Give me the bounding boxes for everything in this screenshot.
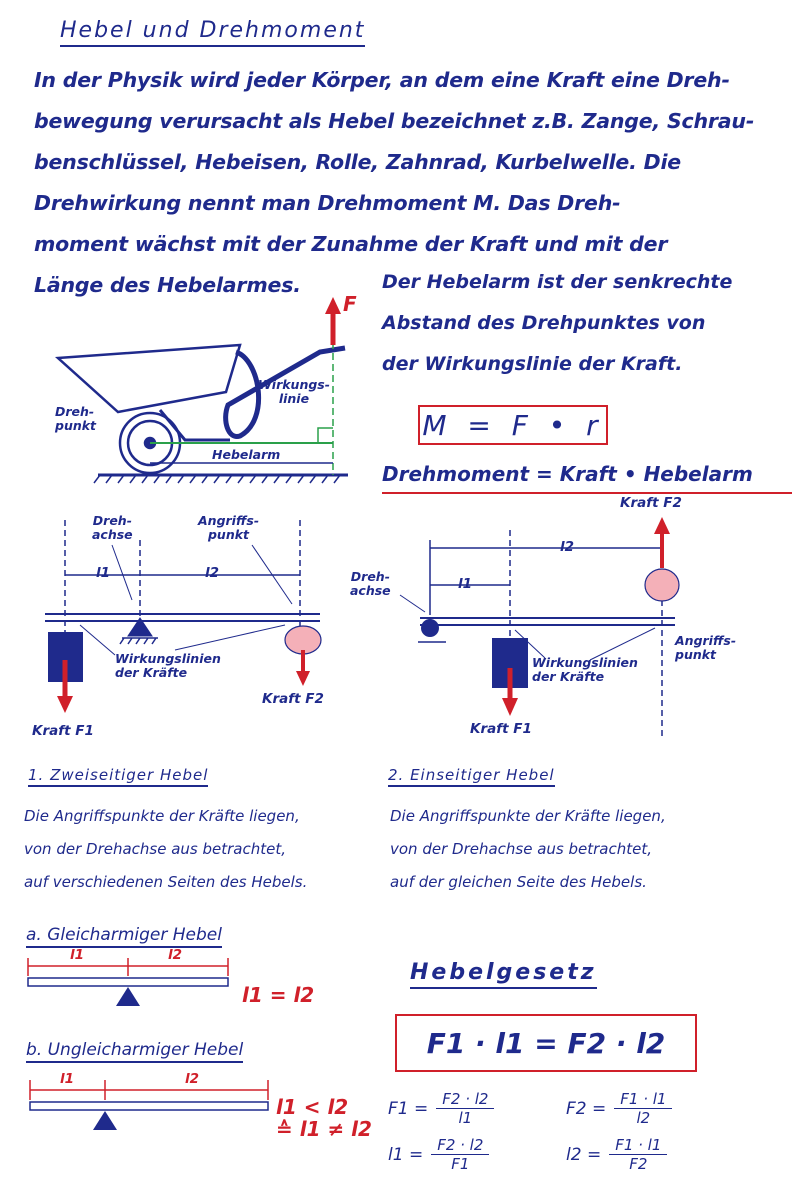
lever-arm-label: Hebelarm [212, 447, 281, 462]
two-sided-lines-label: Wirkungslinien der Kräfte [115, 651, 221, 680]
hand-icon [644, 517, 680, 602]
two-sided-force1-label: Kraft F1 [32, 723, 94, 739]
definition-line: Abstand des Drehpunktes von [382, 312, 706, 334]
equal-l2-label: l2 [168, 947, 183, 963]
page-title: Hebel und Drehmoment [60, 18, 366, 47]
intro-line: benschlüssel, Hebeisen, Rolle, Zahnrad, … [34, 150, 681, 174]
label-pointer [174, 624, 286, 651]
fulcrum [116, 987, 140, 1006]
two-sided-force2-label: Kraft F2 [262, 691, 324, 707]
fulcrum-base [119, 637, 158, 645]
fulcrum [93, 1111, 117, 1130]
label-pointer [251, 544, 293, 605]
force-arrow-f [325, 297, 341, 345]
one-sided-force1-label: Kraft F1 [470, 721, 532, 737]
fulcrum [421, 619, 439, 637]
unequal-relation: l1 < l2 ≙ l1 ≠ l2 [276, 1095, 372, 1141]
label-pointer [79, 624, 116, 656]
lever-beam [27, 977, 229, 987]
intro-line: Länge des Hebelarmes. [34, 273, 301, 297]
equal-l1-label: l1 [70, 947, 85, 963]
force-label-f: F [343, 292, 357, 316]
one-sided-axis-label: Dreh- achse [350, 569, 391, 598]
intro-line: moment wächst mit der Zunahme der Kraft … [34, 232, 668, 256]
force-arrow-f1 [502, 668, 518, 716]
label-pointer [399, 594, 426, 613]
wheelbarrow-tray [54, 343, 242, 414]
definition-line: der Wirkungslinie der Kraft. [382, 353, 683, 375]
ground-hatch [93, 474, 341, 484]
one-sided-heading: 2. Einseitiger Hebel [388, 766, 555, 787]
one-sided-l1-label: l1 [458, 576, 473, 592]
intro-line: In der Physik wird jeder Körper, an dem … [34, 68, 730, 92]
fulcrum [127, 617, 153, 637]
lever-beam [29, 1101, 269, 1111]
intro-line: bewegung verursacht als Hebel bezeichnet… [34, 109, 755, 133]
two-sided-heading: 1. Zweiseitiger Hebel [28, 766, 209, 787]
one-sided-text: Die Angriffspunkte der Kräfte liegen, vo… [390, 807, 666, 891]
lever-law-formula: F1 · l1 = F2 · l2 [395, 1014, 697, 1072]
definition-line: Der Hebelarm ist der senkrechte [382, 271, 733, 293]
torque-formula-words: Drehmoment = Kraft • Hebelarm [382, 462, 792, 494]
wheelbarrow-handle [223, 345, 346, 439]
label-pointer [514, 629, 546, 659]
lever-arm-definition: Der Hebelarm ist der senkrechte Abstand … [382, 262, 732, 385]
one-sided-attack-label: Angriffs- punkt [675, 633, 737, 662]
right-angle-mark [317, 427, 333, 443]
one-sided-lines-label: Wirkungslinien der Kräfte [532, 655, 638, 684]
one-sided-force2-label: Kraft F2 [620, 495, 682, 511]
equal-relation: l1 = l2 [242, 983, 315, 1007]
unequal-l1-label: l1 [60, 1071, 75, 1087]
one-sided-l2-label: l2 [560, 539, 575, 555]
two-sided-text: Die Angriffspunkte der Kräfte liegen, vo… [24, 807, 308, 891]
torque-formula: M = F • r [418, 405, 608, 445]
hand-icon [284, 625, 322, 686]
force-arrow-f1 [57, 660, 73, 713]
two-sided-l1-label: l1 [96, 565, 111, 581]
two-sided-l2-label: l2 [205, 565, 220, 581]
label-pointer [589, 627, 656, 661]
two-sided-axis-label: Dreh- achse [92, 513, 133, 542]
unequal-arm-heading: b. Ungleicharmiger Hebel [26, 1040, 244, 1063]
unequal-l2-label: l2 [185, 1071, 200, 1087]
equal-arm-heading: a. Gleicharmiger Hebel [26, 925, 222, 948]
pivot-label: Dreh- punkt [55, 404, 97, 433]
lever-law-title: Hebelgesetz [410, 960, 597, 989]
action-line-label: Wirkungs- linie [258, 377, 330, 406]
intro-paragraph: In der Physik wird jeder Körper, an dem … [34, 60, 794, 306]
label-pointer [111, 544, 133, 601]
intro-line: Drehwirkung nennt man Drehmoment M. Das … [34, 191, 621, 215]
two-sided-attack-label: Angriffs- punkt [198, 513, 260, 542]
